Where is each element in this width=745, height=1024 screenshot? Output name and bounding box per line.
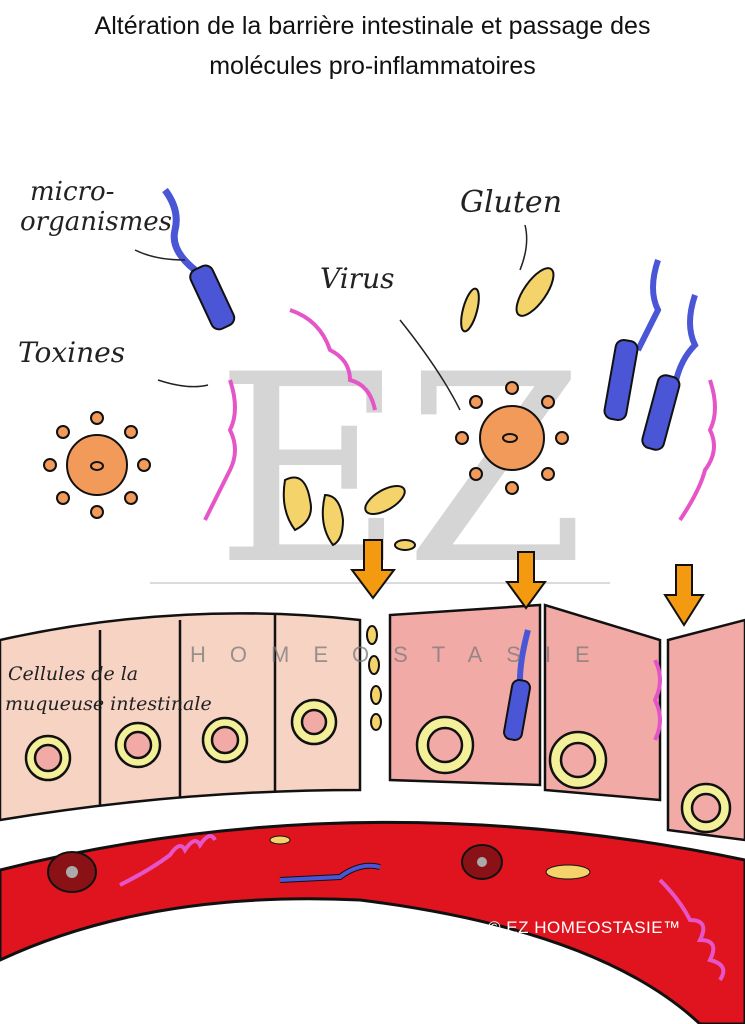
title-line-1: Altération de la barrière intestinale et… [94, 12, 651, 40]
label-cells-1: Cellules de la [8, 663, 138, 685]
intestinal-cells [0, 603, 745, 842]
bacteria [162, 187, 699, 741]
annotation-arrows [134, 224, 528, 411]
label-cells-2: muqueuse intestinale [5, 693, 212, 715]
label-toxines: Toxines [18, 336, 125, 369]
label-micro: micro- [30, 177, 114, 207]
gluten-particles [282, 267, 555, 731]
watermark-text: HOMEOSTASIE [190, 642, 614, 667]
label-virus: Virus [320, 262, 394, 295]
diagram-title: Altération de la barrière intestinale et… [0, 6, 745, 86]
copyright-notice: © EZ HOMEOSTASIE™ [488, 918, 681, 937]
label-gluten: Gluten [460, 185, 562, 220]
passage-arrows [350, 539, 705, 627]
virus-left [43, 411, 151, 519]
blood-cells [47, 834, 726, 982]
title-line-2: molécules pro-inflammatoires [209, 52, 536, 80]
label-organismes: organismes [20, 207, 172, 237]
virus-right [455, 381, 569, 495]
toxins [203, 308, 717, 741]
